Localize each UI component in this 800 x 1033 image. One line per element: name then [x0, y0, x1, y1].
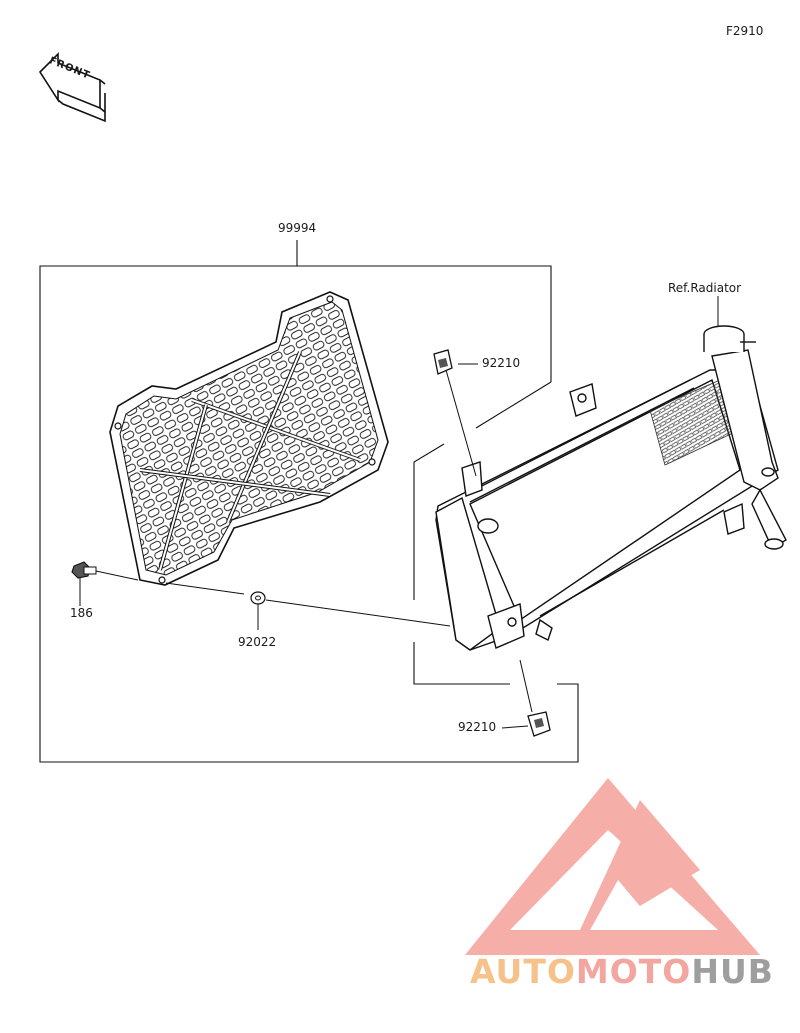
washer — [250, 591, 266, 605]
part-label-clip-lower: 92210 — [458, 720, 497, 734]
radiator-guard — [109, 291, 389, 586]
watermark-text: AUTOMOTOHUB — [470, 952, 774, 991]
watermark-auto: AUTO — [470, 952, 576, 991]
watermark-logo — [465, 778, 760, 955]
figure-code: F2910 — [726, 24, 764, 38]
leader-lines — [79, 296, 719, 729]
watermark-hub: HUB — [691, 952, 774, 991]
watermark-moto: MOTO — [575, 952, 692, 991]
bolt — [71, 561, 97, 579]
ref-radiator-label: Ref.Radiator — [668, 281, 742, 295]
clip-nut-upper — [433, 349, 453, 375]
part-label-washer: 92022 — [238, 635, 277, 649]
kit-bracket — [39, 240, 579, 763]
radiator — [435, 325, 787, 651]
part-label-clip-upper: 92210 — [482, 356, 521, 370]
front-arrow-icon — [38, 52, 106, 123]
part-label-bolt: 186 — [70, 606, 93, 620]
part-label-kit: 99994 — [278, 221, 317, 235]
clip-nut-lower — [527, 711, 551, 737]
